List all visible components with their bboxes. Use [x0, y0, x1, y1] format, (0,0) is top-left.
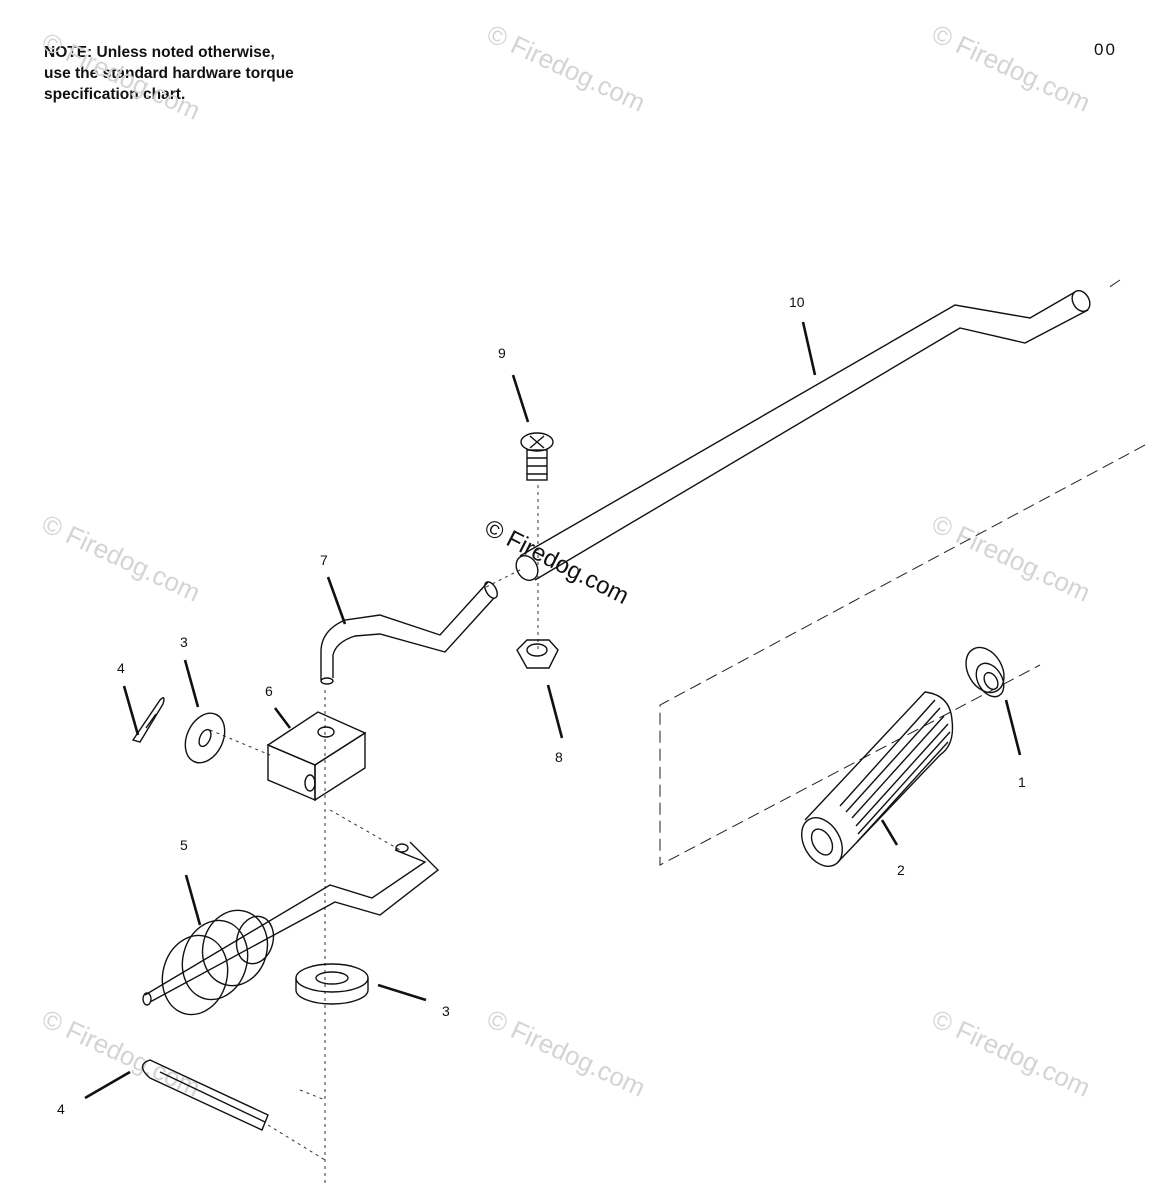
- watermark: © Firedog.com: [482, 1003, 650, 1102]
- callout-3-upper: 3: [180, 634, 188, 650]
- callout-10: 10: [789, 294, 805, 310]
- part-7-bent-rod: [320, 581, 498, 685]
- part-2-grip: [801, 691, 954, 867]
- watermark: © Firedog.com: [927, 1003, 1095, 1102]
- torque-note: NOTE: Unless noted otherwise, use the st…: [44, 42, 294, 105]
- part-3-washer-upper: [184, 712, 226, 764]
- page-code: 00: [1094, 40, 1117, 59]
- part-5-spring-rod: [142, 841, 440, 1016]
- watermark: © Firedog.com: [37, 1003, 205, 1102]
- part-1-bushing: [965, 646, 1005, 698]
- part-9-bolt: [520, 432, 554, 481]
- callout-8: 8: [555, 749, 563, 765]
- watermark: © Firedog.com: [37, 26, 205, 125]
- part-8-nut: [516, 639, 559, 669]
- callout-2: 2: [897, 862, 905, 878]
- callout-6: 6: [265, 683, 273, 699]
- callout-7: 7: [320, 552, 328, 568]
- callouts: 10 9 8 7 6 3 4 5 3 4 2 1: [57, 294, 1026, 1117]
- watermark: © Firedog.com: [927, 18, 1095, 117]
- part-4-cotter-pin-lower: [141, 1059, 269, 1131]
- note-line-2: use the standard hardware torque: [44, 65, 294, 82]
- assembly-lines: [209, 279, 1146, 1185]
- watermark-center: © Firedog.com: [480, 514, 633, 610]
- callout-3-lower: 3: [442, 1003, 450, 1019]
- leader-lines: [84, 321, 1022, 1100]
- watermark: © Firedog.com: [37, 508, 205, 607]
- note-line-1: NOTE: Unless noted otherwise,: [44, 44, 275, 61]
- callout-4-lower: 4: [57, 1101, 65, 1117]
- watermark: © Firedog.com: [482, 18, 650, 117]
- part-3-washer-lower: [295, 963, 369, 1005]
- watermark: © Firedog.com: [927, 508, 1095, 607]
- part-10-rod: [515, 289, 1091, 582]
- callout-9: 9: [498, 345, 506, 361]
- part-4-cotter-pin-upper: [131, 697, 165, 743]
- callout-5: 5: [180, 837, 188, 853]
- note-line-3: specification chart.: [44, 86, 186, 103]
- callout-4-upper: 4: [117, 660, 125, 676]
- part-6-block: [266, 711, 367, 802]
- callout-1: 1: [1018, 774, 1026, 790]
